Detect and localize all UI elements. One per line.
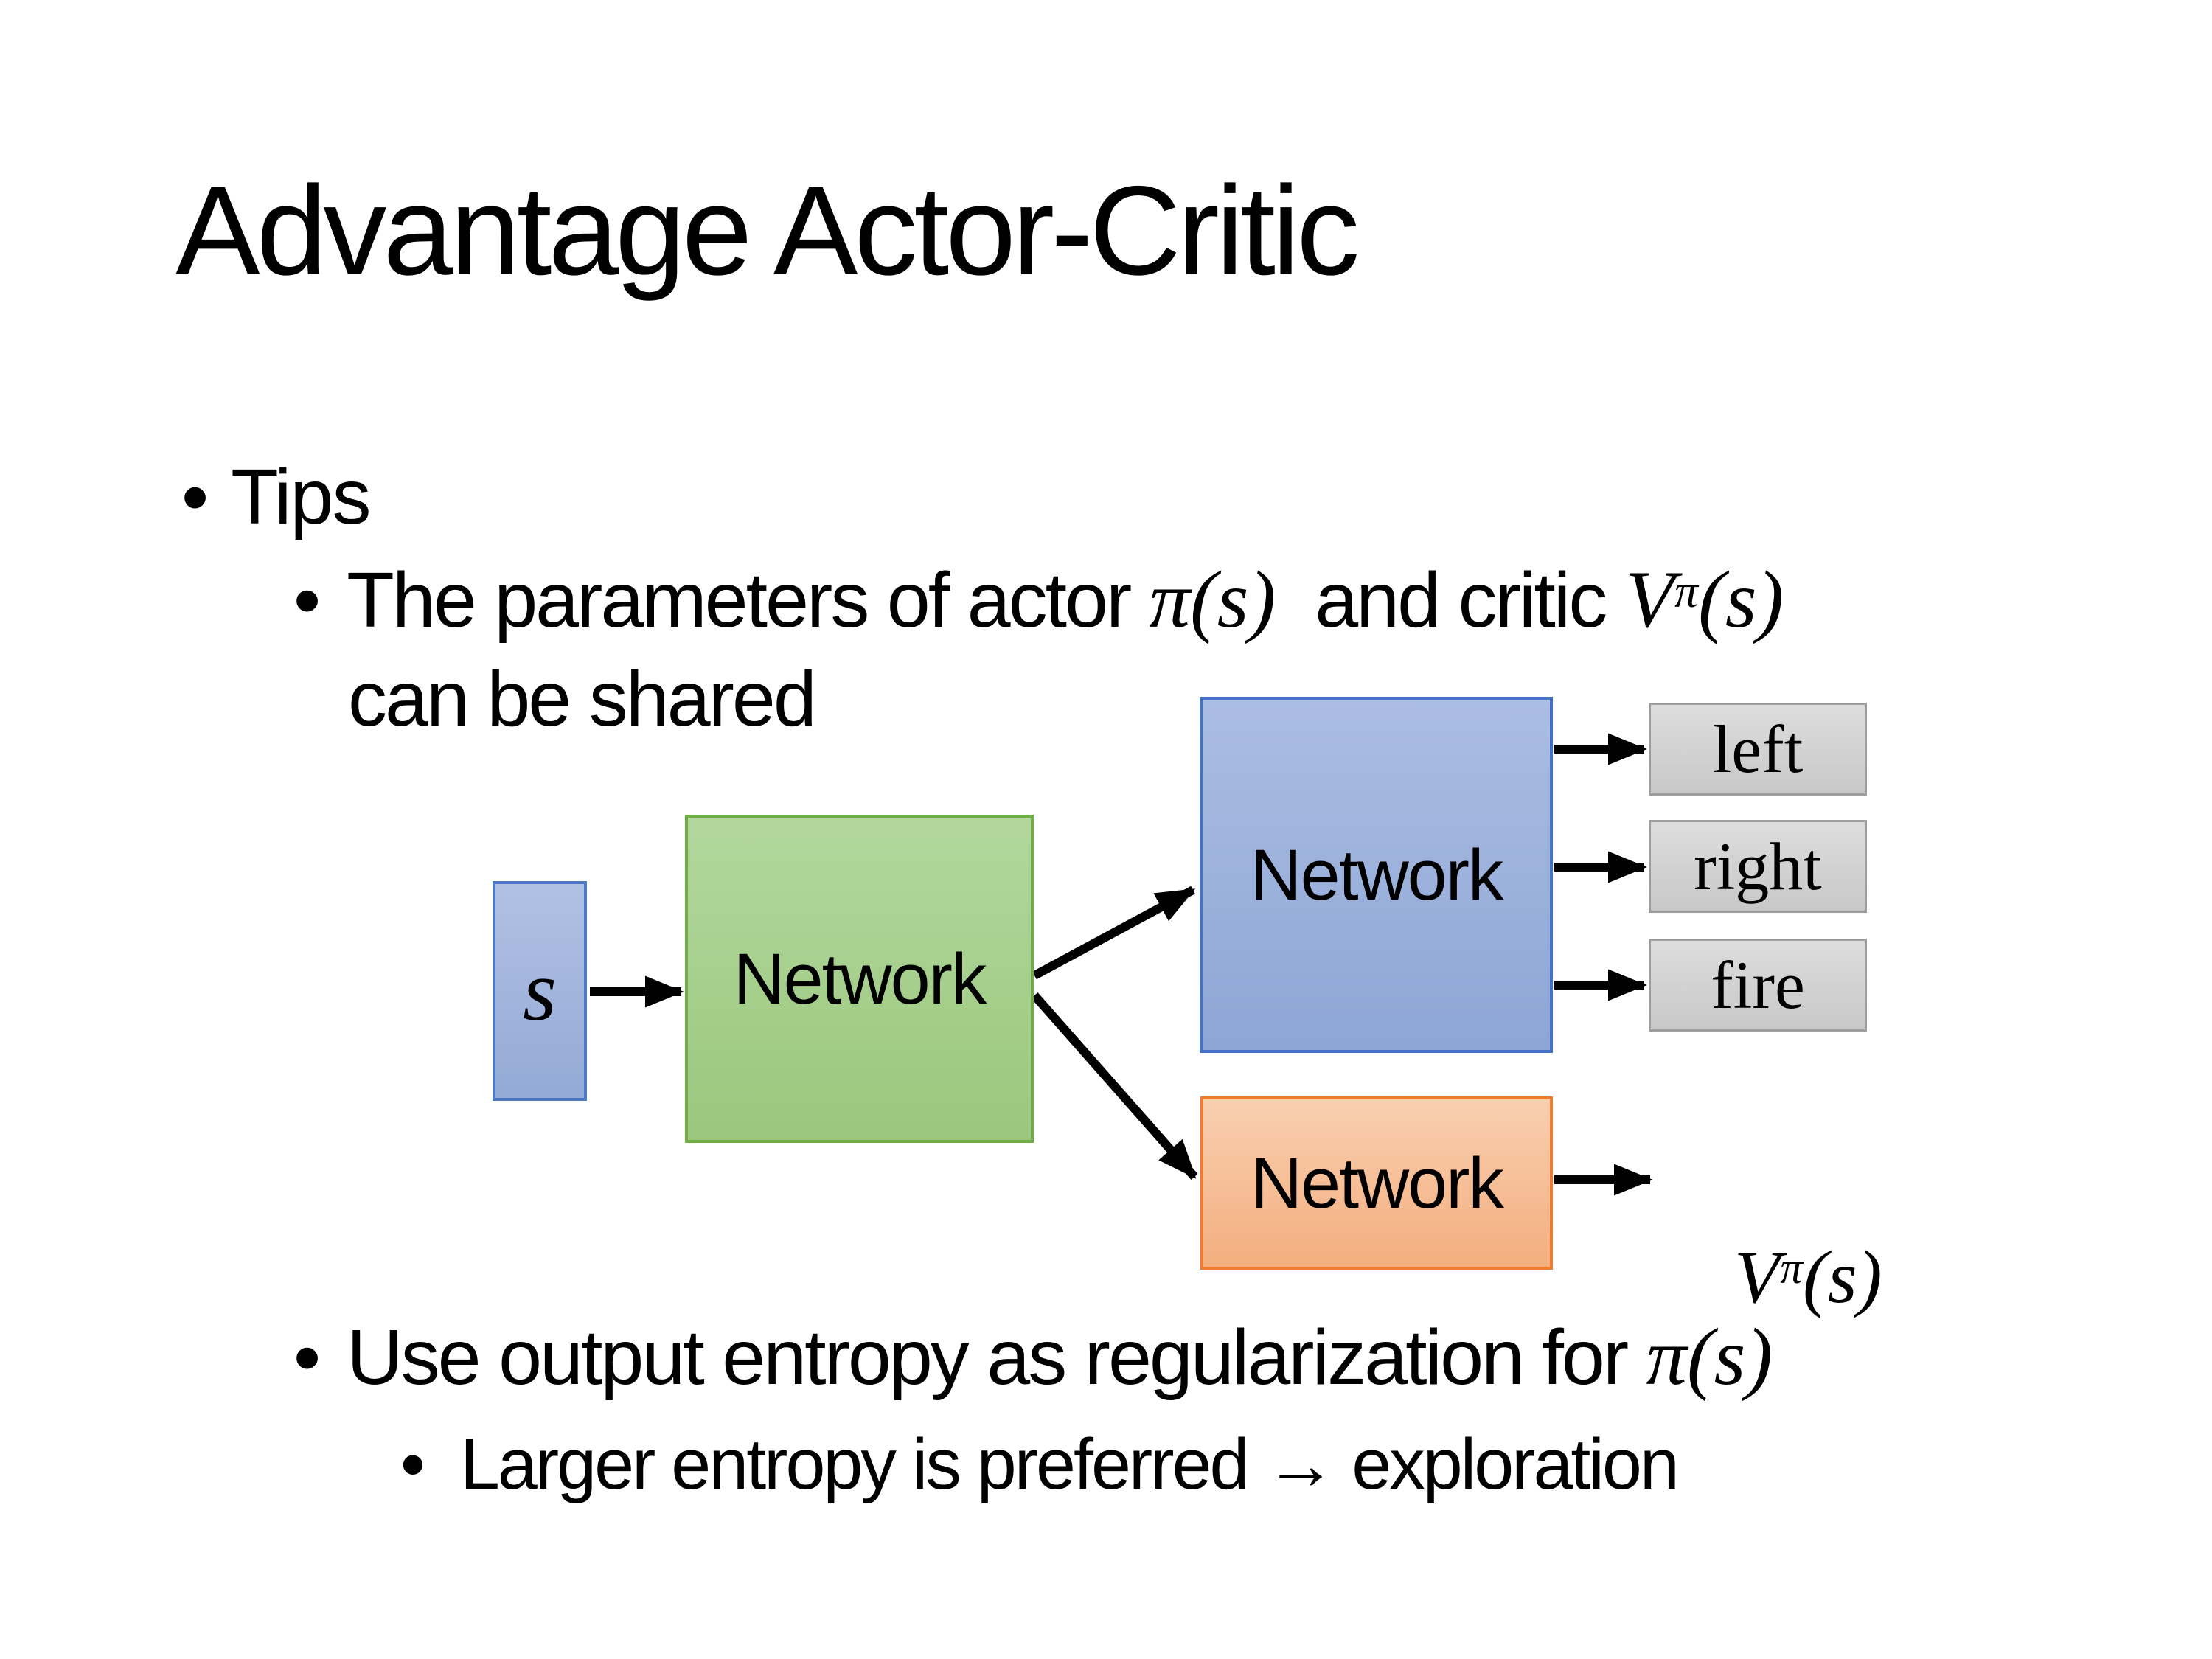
action-box-right: right [1649,820,1867,913]
bullet-glyph: • [181,453,209,540]
policy-math: π(s) [1646,1312,1773,1402]
bullet-glyph: • [293,1314,321,1401]
actor-policy-math: π(s) [1149,554,1276,644]
action-label-right: right [1694,829,1822,904]
critic-value-base: V [1624,554,1675,644]
arrow-shared-to-actor [1032,886,1196,980]
page-title: Advantage Actor-Critic [175,160,1360,302]
arrow-shared-to-critic [1031,992,1198,1180]
critic-value-superscript: π [1674,565,1699,618]
action-label-fire: fire [1711,947,1805,1023]
value-args: (s) [1802,1236,1882,1319]
critic-network-box: Network [1200,1096,1553,1270]
larger-entropy-text: Larger entropy is preferred → exploratio… [459,1424,1680,1504]
bullet-entropy-regularization: • Use output entropy as regularization f… [293,1307,1773,1408]
state-box: s [493,881,587,1101]
bullet-larger-entropy: • Larger entropy is preferred → explorat… [400,1419,1680,1509]
bullet-tips-label: Tips [231,453,371,540]
actor-network-box: Network [1200,697,1553,1053]
shared-network-box: Network [685,815,1034,1143]
bullet-tips: • Tips [181,448,371,546]
shared-network-label: Network [733,938,987,1019]
value-base: V [1734,1236,1781,1319]
critic-network-label: Network [1251,1142,1504,1223]
action-box-fire: fire [1649,939,1867,1032]
value-output-label: Vπ(s) [1659,1134,1882,1431]
action-label-left: left [1712,712,1804,787]
state-label: s [523,942,557,1039]
parameters-text-line2: can be shared [348,655,817,742]
entropy-text-pre: Use output entropy as regularization for [347,1314,1646,1401]
action-box-left: left [1649,703,1867,796]
parameters-text-pre: The parameters of actor [347,557,1150,644]
value-superscript: π [1780,1243,1803,1294]
bullet-glyph: • [293,557,321,644]
parameters-text-mid: and critic [1276,557,1625,644]
bullet-glyph: • [400,1424,425,1504]
bullet-parameters-shared-line2: can be shared [348,650,817,748]
actor-network-label: Network [1250,834,1504,915]
bullet-parameters-shared: • The parameters of actor π(s) and criti… [293,549,1784,651]
critic-value-args: (s) [1698,554,1784,644]
